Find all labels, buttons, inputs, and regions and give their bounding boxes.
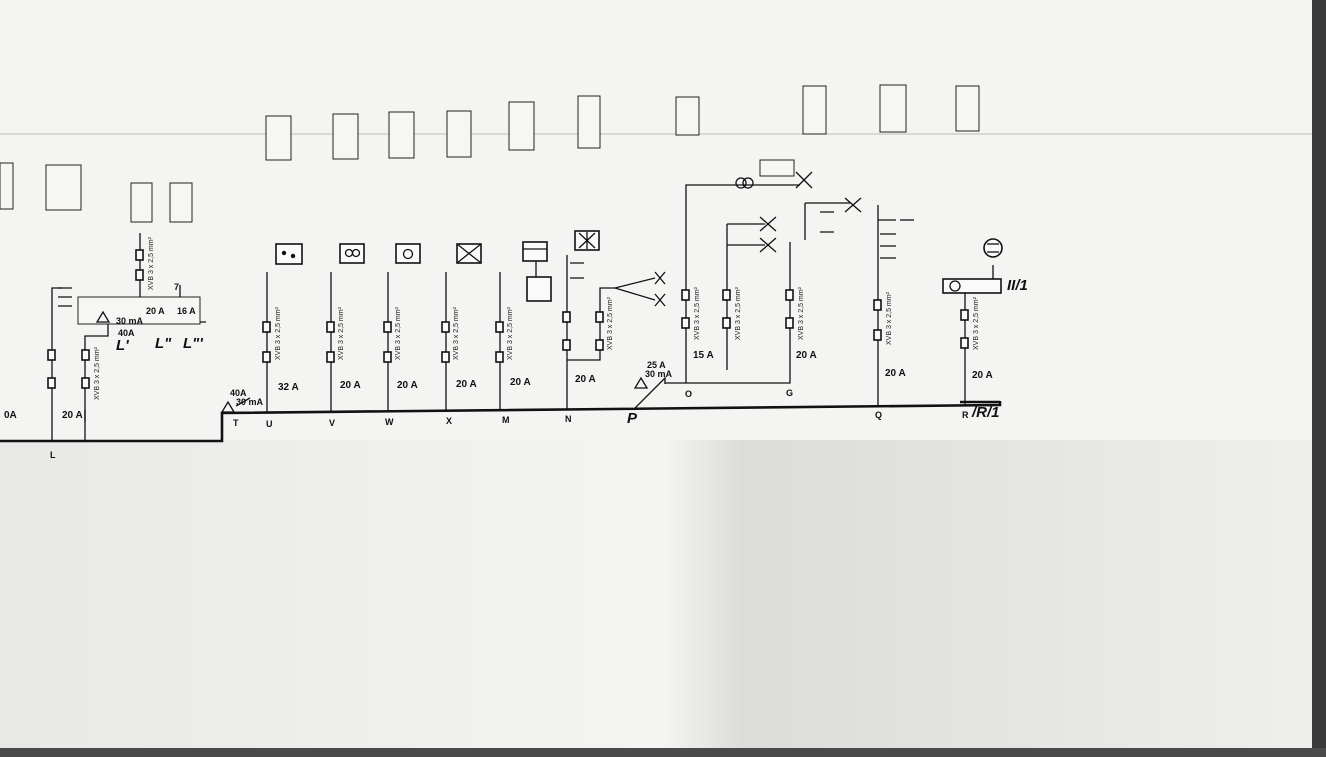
cable-annotations: XVB 3 x 2,5 mm² XVB 3 x 2,5 mm² XVB 3 x … [94, 236, 980, 400]
circuit-l-group [47, 233, 206, 441]
rating-n: 20 A [575, 374, 596, 385]
cable-label-u: XVB 3 x 2,5 mm² [275, 306, 282, 360]
circuit-letters: L T U V W X M N P O G Q R /R/1 II/1 [50, 277, 1028, 460]
rcd-l-sensitivity: 30 mA [116, 316, 144, 326]
device-symbols [275, 159, 1003, 389]
circuit-letter-u: U [266, 419, 273, 429]
rating-r: 20 A [972, 370, 993, 381]
socket-markers [58, 211, 914, 307]
r-symbol-label: II/1 [1007, 277, 1028, 294]
sub-label-l2: L" [155, 335, 172, 352]
rating-o: 15 A [693, 350, 714, 361]
bus-end-marker: /R/1 [971, 404, 1000, 421]
rcd-p-rating: 25 A [647, 360, 666, 370]
sub-label-l1: L' [116, 337, 129, 354]
cable-label-x: XVB 3 x 2,5 mm² [453, 306, 460, 360]
rating-q: 20 A [885, 368, 906, 379]
circuit-letter-p: P [627, 410, 638, 427]
circuit-letter-g: G [786, 388, 793, 398]
main-busbar [0, 400, 1002, 443]
branch-circuits [266, 184, 994, 413]
cable-label-w: XVB 3 x 2,5 mm² [395, 306, 402, 360]
rcd-t [220, 397, 251, 413]
rating-m: 20 A [510, 377, 531, 388]
rating-u: 32 A [278, 382, 299, 393]
rcd-l-sub-b: 16 A [177, 306, 196, 316]
rcd-l-sub-a: 20 A [146, 306, 165, 316]
circuit-letter-r: R [962, 410, 969, 420]
sub-number: 7 [174, 282, 179, 292]
room-label-boxes [0, 84, 980, 223]
scan-edge [1312, 0, 1326, 757]
cable-label-l: XVB 3 x 2,5 mm² [94, 346, 101, 400]
circuit-letter-l: L [50, 450, 56, 460]
rcd-l-rating: 40A [118, 328, 135, 338]
circuit-letter-o: O [685, 389, 692, 399]
sub-label-l3: L"' [183, 335, 203, 352]
circuit-letter-v: V [329, 418, 335, 428]
sub-distribution-labels: L' L" L"' [116, 335, 203, 354]
scan-edge-bottom [0, 748, 1326, 757]
breakers [262, 289, 969, 363]
circuit-letter-q: Q [875, 410, 882, 420]
breaker-ratings: 0A 20 A 32 A 20 A 20 A 20 A 20 A 20 A 15… [4, 350, 993, 421]
cable-label-g: XVB 3 x 2,5 mm² [798, 286, 805, 340]
circuit-letter-x: X [446, 416, 452, 426]
rcd-p-sensitivity: 30 mA [645, 369, 673, 379]
circuit-letter-m: M [502, 415, 510, 425]
rcd-t-rating: 40A [230, 388, 247, 398]
circuit-letter-t: T [233, 418, 239, 428]
cable-label-r: XVB 3 x 2,5 mm² [973, 296, 980, 350]
circuit-letter-n: N [565, 414, 572, 424]
rcd-labels: 40A 30 mA 25 A 30 mA 30 mA 40A 20 A 16 A… [116, 282, 673, 407]
rating-l: 20 A [62, 410, 83, 421]
cable-label-v: XVB 3 x 2,5 mm² [338, 306, 345, 360]
cable-label-l-sub: XVB 3 x 2,5 mm² [148, 236, 155, 290]
rcd-t-sensitivity: 30 mA [236, 397, 264, 407]
cable-label-m: XVB 3 x 2,5 mm² [507, 306, 514, 360]
cable-label-o2: XVB 3 x 2,5 mm² [735, 286, 742, 340]
cable-label-q: XVB 3 x 2,5 mm² [886, 291, 893, 345]
rating-g: 20 A [796, 350, 817, 361]
rating-v: 20 A [340, 380, 361, 391]
rating-left: 0A [4, 410, 17, 421]
rating-w: 20 A [397, 380, 418, 391]
cable-label-n: XVB 3 x 2,5 mm² [607, 296, 614, 350]
circuit-letter-w: W [385, 417, 394, 427]
cable-label-o: XVB 3 x 2,5 mm² [694, 286, 701, 340]
rating-x: 20 A [456, 379, 477, 390]
